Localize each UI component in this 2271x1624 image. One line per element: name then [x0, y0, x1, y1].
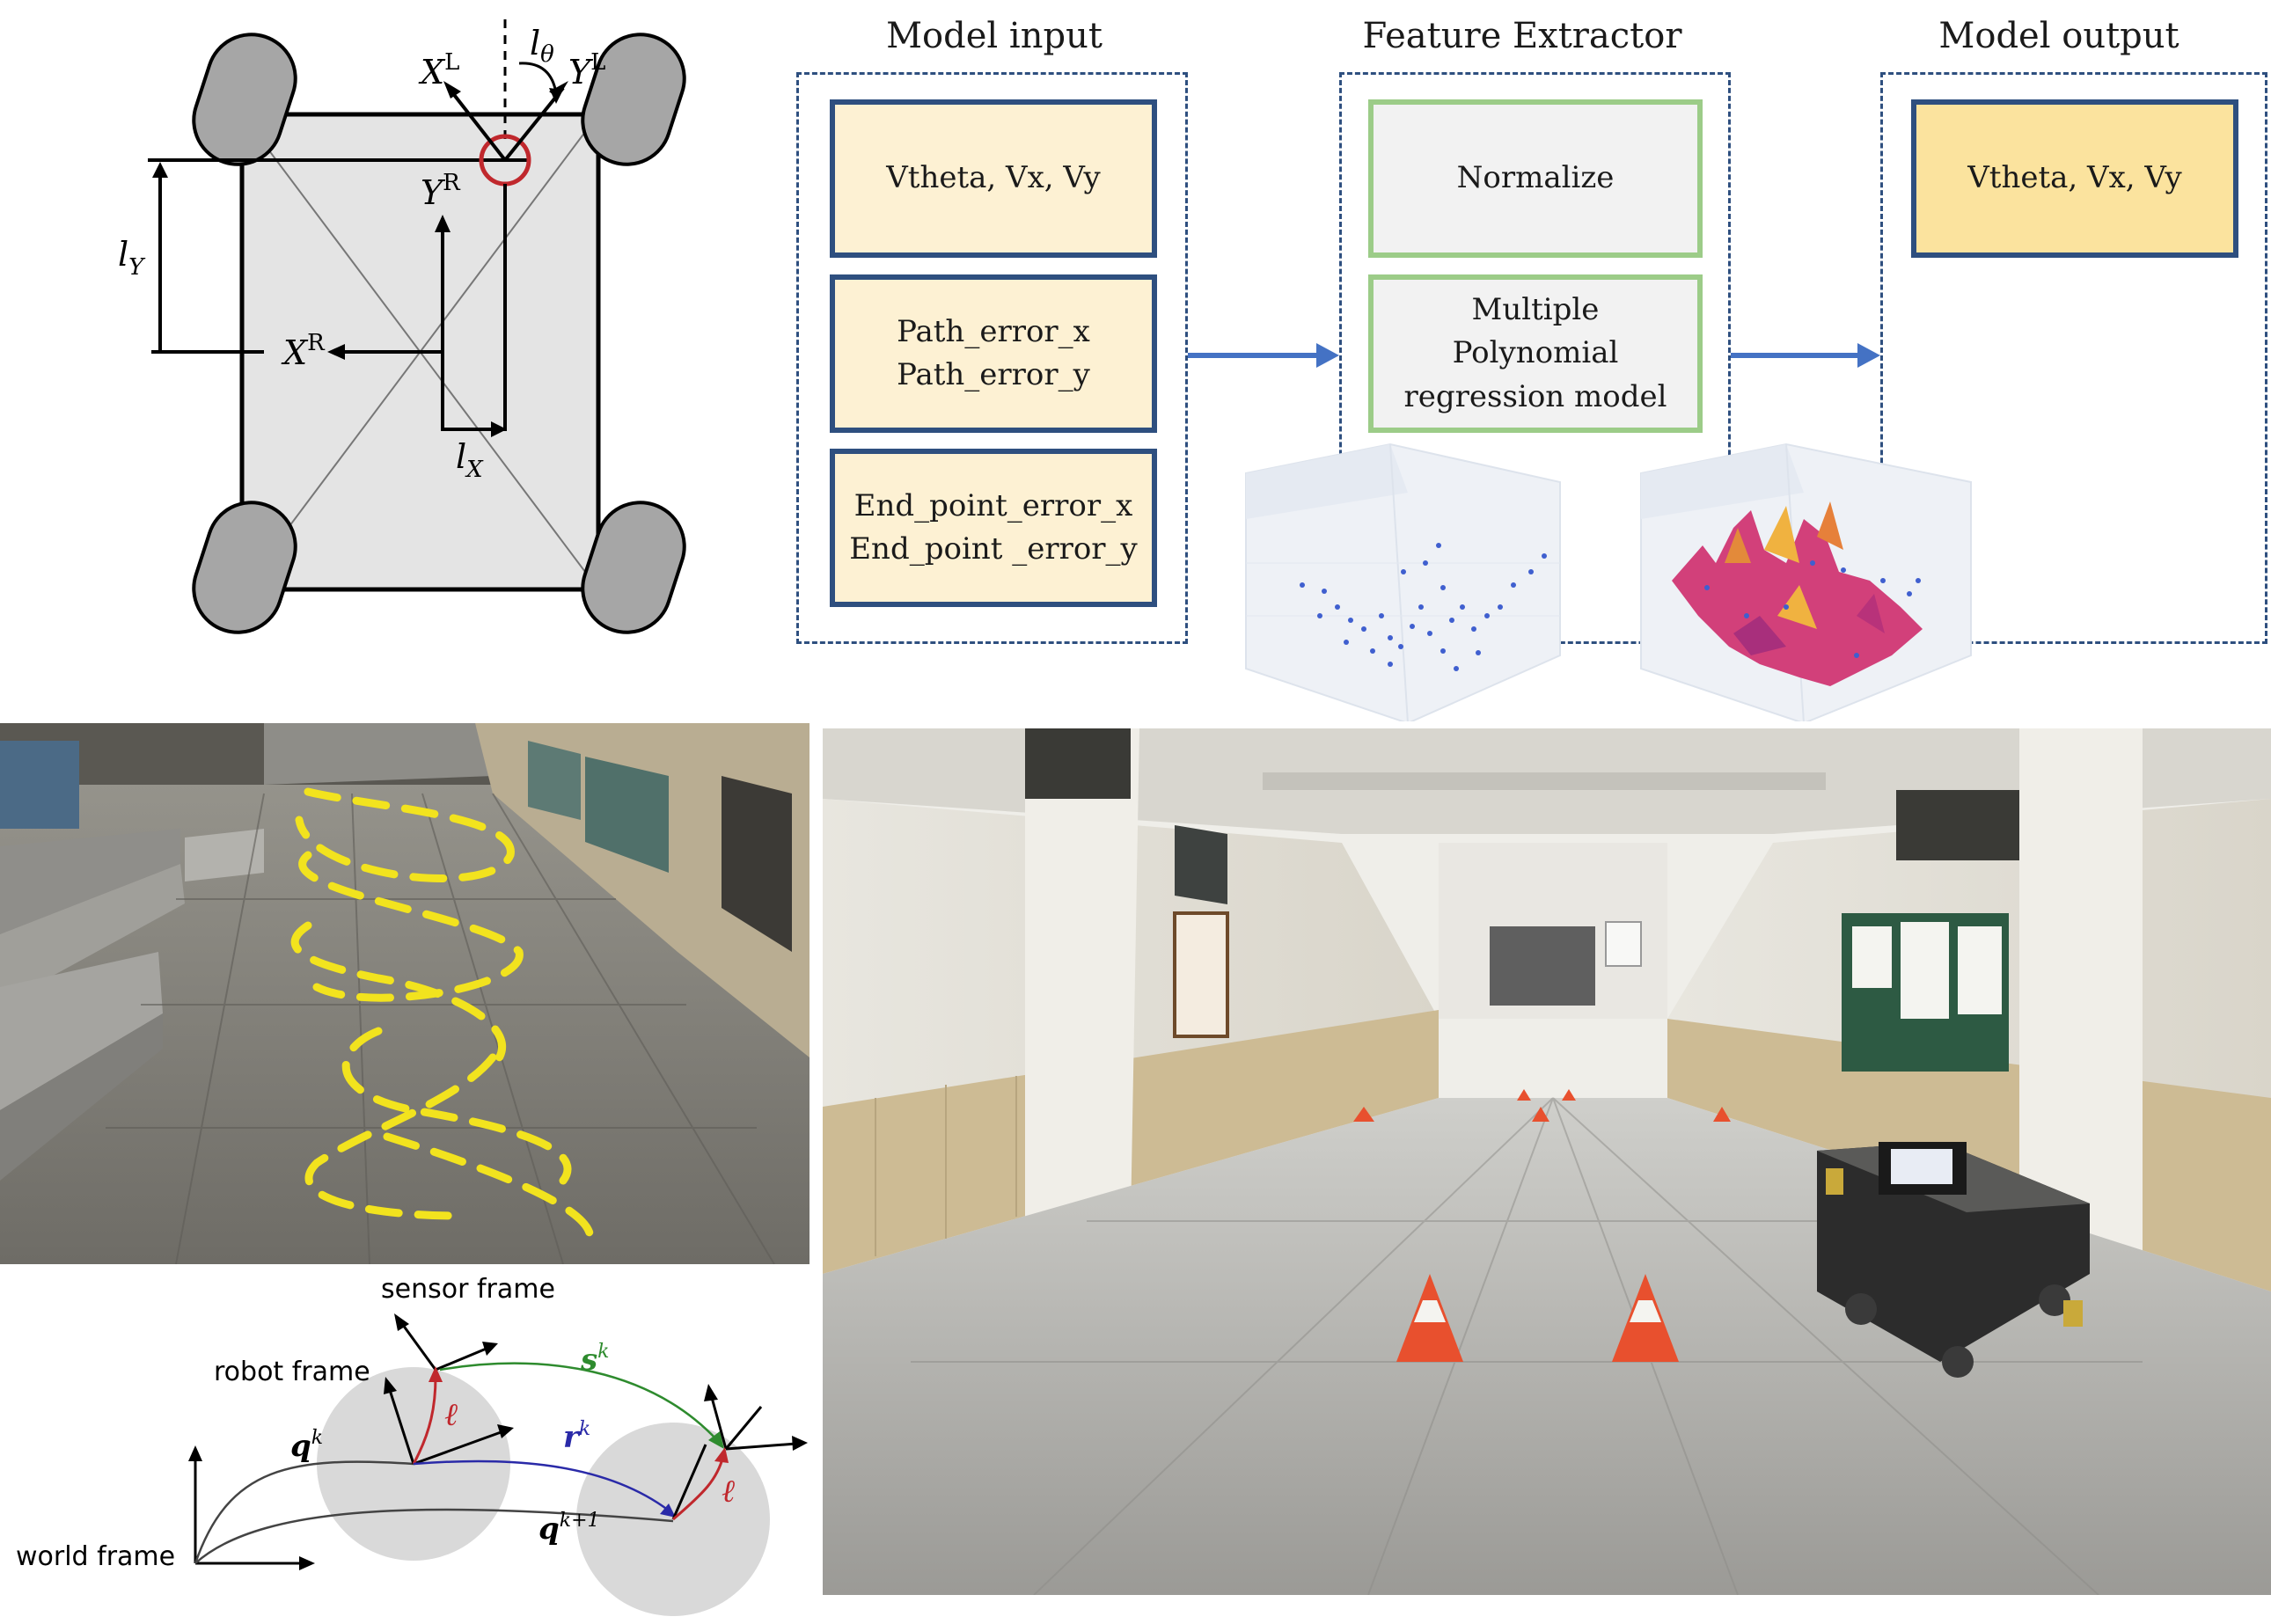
input-box-path-error: Path_error_x Path_error_y — [830, 274, 1157, 433]
ell-k-label: ℓ — [444, 1397, 458, 1433]
label-y-robot: YR — [421, 170, 461, 212]
model-input-group — [796, 72, 1188, 644]
world-frame-label: world frame — [16, 1541, 175, 1572]
robot-kinematics-diagram: XL YL lθ YR XR lY lX — [0, 0, 774, 686]
wheel-rear-left — [192, 501, 297, 634]
wheel-front-left — [192, 33, 297, 166]
pipeline-graphics — [1188, 343, 1972, 721]
model-output-title: Model output — [1938, 16, 2179, 56]
surface-plot-3d-icon — [1640, 443, 1972, 721]
output-box-velocities: Vtheta, Vx, Vy — [1911, 99, 2238, 258]
q-k-label: qk — [290, 1427, 323, 1464]
model-output-group — [1880, 72, 2267, 644]
model-pipeline: Model input Feature Extractor Model outp… — [774, 0, 2271, 721]
hallway-svg — [823, 728, 2271, 1595]
r-k-label: rk — [563, 1418, 590, 1455]
input-box-velocities: Vtheta, Vx, Vy — [830, 99, 1157, 258]
ell-k1-label: ℓ — [722, 1474, 735, 1510]
arrow-input-to-extractor — [1188, 343, 1339, 368]
robot-kinematics-svg: XL YL lθ YR XR lY lX — [118, 19, 686, 634]
hallway-photo-robot — [823, 728, 2271, 1595]
label-l-theta: lθ — [530, 24, 554, 68]
mobile-robot — [1817, 1142, 2090, 1378]
arrow-extractor-to-output — [1731, 343, 1880, 368]
wheel-front-right — [581, 33, 686, 166]
extractor-box-normalize: Normalize — [1368, 99, 1703, 258]
s-k-label: sk — [580, 1341, 610, 1378]
r-arrow — [413, 1459, 670, 1512]
s-arrow — [439, 1362, 718, 1441]
far-end-doors — [1490, 926, 1595, 1006]
ell-arrow-k — [412, 1376, 437, 1465]
label-l-y: lY — [118, 235, 146, 281]
label-l-x: lX — [456, 437, 484, 483]
frames-svg: sensor frame robot frame world frame sk … — [16, 1274, 808, 1616]
model-input-title: Model input — [886, 16, 1103, 56]
reference-frames-diagram: sensor frame robot frame world frame sk … — [0, 1264, 823, 1620]
corridor-photo-path — [0, 723, 810, 1264]
corridor-path-svg — [0, 723, 810, 1264]
wheel-rear-right — [581, 501, 686, 634]
planned-path-dashed — [290, 787, 595, 1247]
scatter-plot-3d-icon — [1245, 443, 1561, 721]
left-notice-board — [1173, 911, 1229, 1038]
q-k1-label: qk+1 — [538, 1510, 600, 1547]
ell-arrow-k1 — [672, 1455, 725, 1521]
extractor-box-regression: Multiple Polynomial regression model — [1368, 274, 1703, 433]
sensor-frame-label: sensor frame — [381, 1274, 555, 1305]
input-box-endpoint-error: End_point_error_x End_point _error_y — [830, 449, 1157, 607]
robot-frame-label: robot frame — [214, 1357, 370, 1387]
feature-extractor-title: Feature Extractor — [1362, 16, 1682, 56]
label-x-local: XL — [418, 49, 459, 91]
label-x-robot: XR — [281, 330, 326, 372]
label-y-local: YL — [568, 49, 605, 91]
